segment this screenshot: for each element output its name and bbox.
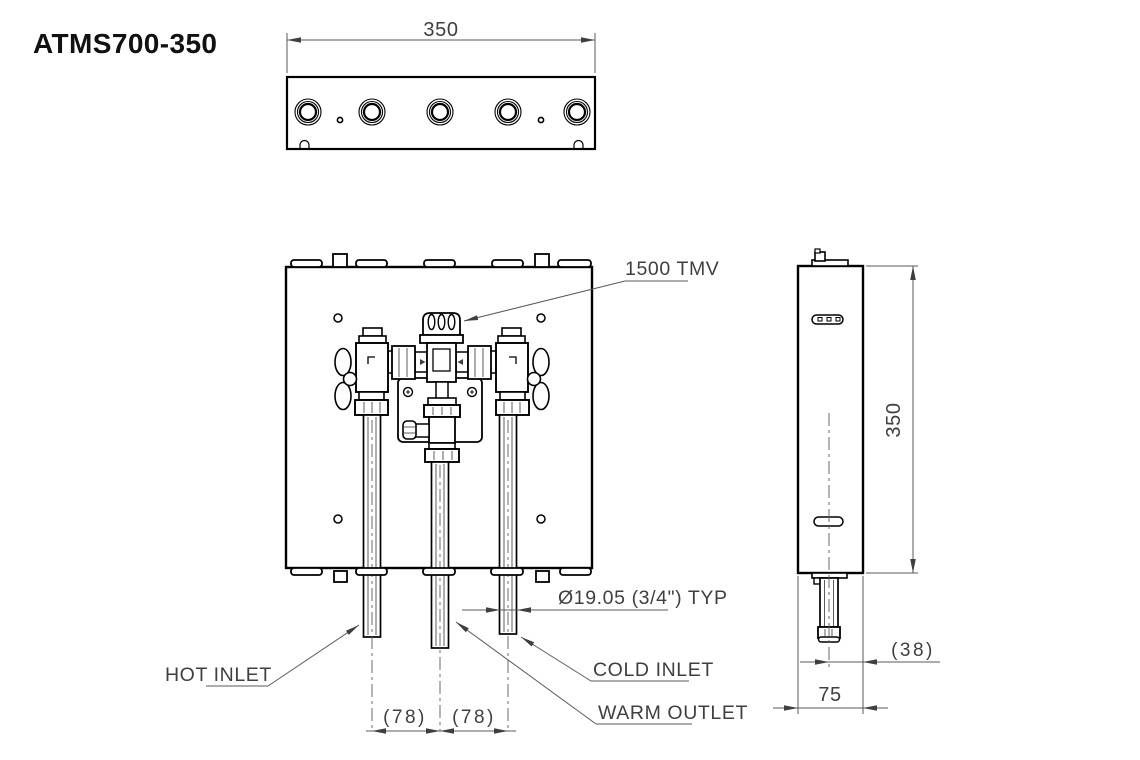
arrowhead <box>521 637 535 647</box>
cold-isolation-valve <box>489 327 550 416</box>
dim-spacing-2-value: (78) <box>452 707 496 728</box>
union-nut <box>354 399 389 416</box>
label-hot-inlet: HOT INLET <box>165 664 272 686</box>
tee-body <box>428 416 456 444</box>
mounting-hole <box>536 313 546 323</box>
arrowhead <box>346 625 359 635</box>
notch <box>573 139 584 149</box>
butterfly-handle-wing <box>334 381 352 411</box>
top-tab-square <box>534 253 550 268</box>
plate-screw <box>402 386 478 398</box>
dimension-pipe-diameter: Ø19.05 (3/4") TYP <box>462 587 728 613</box>
label-tmv: 1500 TMV <box>625 258 719 280</box>
arrowhead <box>426 728 440 734</box>
dim-side-height-value: 350 <box>883 402 905 437</box>
label-pipe-diameter: Ø19.05 (3/4") TYP <box>558 587 728 609</box>
bottom-edge-tabs <box>290 567 592 583</box>
arrowhead <box>464 315 479 321</box>
union-nut <box>391 345 416 380</box>
leader-warm-outlet: WARM OUTLET <box>455 621 748 725</box>
arrowhead <box>581 37 595 43</box>
butterfly-handle-wing <box>334 347 352 377</box>
arrowhead <box>440 728 454 734</box>
valve-body <box>495 342 529 393</box>
mounting-hole <box>333 514 343 524</box>
dim-depth-value: 75 <box>818 684 841 706</box>
arrowhead <box>863 659 877 665</box>
bottom-tab-square <box>333 570 348 583</box>
label-cold-inlet: COLD INLET <box>593 659 714 681</box>
notch <box>299 139 310 149</box>
mounting-hole <box>536 514 546 524</box>
arrowhead <box>287 37 301 43</box>
side-panel <box>796 264 865 575</box>
lower-slot <box>813 516 844 527</box>
pipe-collar <box>422 567 456 576</box>
union-nut <box>495 399 530 416</box>
handle-hub <box>526 371 542 387</box>
arrowhead <box>372 728 386 734</box>
bottom-tab-square <box>535 570 550 583</box>
dimension-side-height: 350 <box>866 265 918 574</box>
arrowhead <box>815 659 829 665</box>
leader-tmv: 1500 TMV <box>463 258 719 322</box>
label-warm-outlet: WARM OUTLET <box>598 702 748 724</box>
dimension-depth: 75 <box>773 576 888 714</box>
front-view: 1500 TMV Ø19.05 (3/4") TYP HOT INLET COL… <box>165 253 748 734</box>
top-tab-square <box>332 253 348 268</box>
arrowhead <box>910 266 916 280</box>
mounting-hole <box>333 313 343 323</box>
drawing-title: ATMS700-350 <box>33 28 217 59</box>
leader-hot-inlet: HOT INLET <box>165 624 360 687</box>
outlet-column <box>402 381 461 463</box>
top-flange <box>811 259 849 267</box>
union-nut <box>424 448 460 463</box>
side-pipe <box>811 572 848 668</box>
drain-valve <box>402 420 417 440</box>
dimension-top-width: 350 <box>286 19 596 73</box>
dim-offset-value: (38) <box>891 640 935 661</box>
arrowhead <box>863 705 877 711</box>
valve-body <box>355 342 389 393</box>
warm-outlet-pipe <box>430 461 450 731</box>
handle-hub <box>342 371 358 387</box>
butterfly-handle-wing <box>532 381 550 411</box>
arrowhead <box>456 622 469 633</box>
dim-top-width-value: 350 <box>423 19 458 41</box>
butterfly-handle-wing <box>532 347 550 377</box>
top-view: 350 <box>285 19 597 151</box>
dim-spacing-1-value: (78) <box>383 707 427 728</box>
screw-hole <box>336 116 344 124</box>
screw-hole <box>537 116 545 124</box>
top-edge-tabs <box>290 253 592 268</box>
side-view: 350 (38) 75 <box>773 248 940 714</box>
top-plate <box>285 75 597 151</box>
dimension-pipe-offset: (38) <box>800 576 940 714</box>
arrowhead <box>784 705 798 711</box>
grommet-holes <box>294 98 591 126</box>
leader-cold-inlet: COLD INLET <box>520 636 714 682</box>
arrowhead <box>517 607 531 613</box>
arrowhead <box>494 728 508 734</box>
tmv-valve <box>391 312 492 383</box>
pipe-collar <box>490 567 524 576</box>
dimension-pipe-spacing: (78) (78) <box>366 707 516 734</box>
arrowhead <box>486 607 500 613</box>
union-nut <box>467 345 492 380</box>
arrowhead <box>910 559 916 573</box>
pipe-collar <box>355 567 388 576</box>
